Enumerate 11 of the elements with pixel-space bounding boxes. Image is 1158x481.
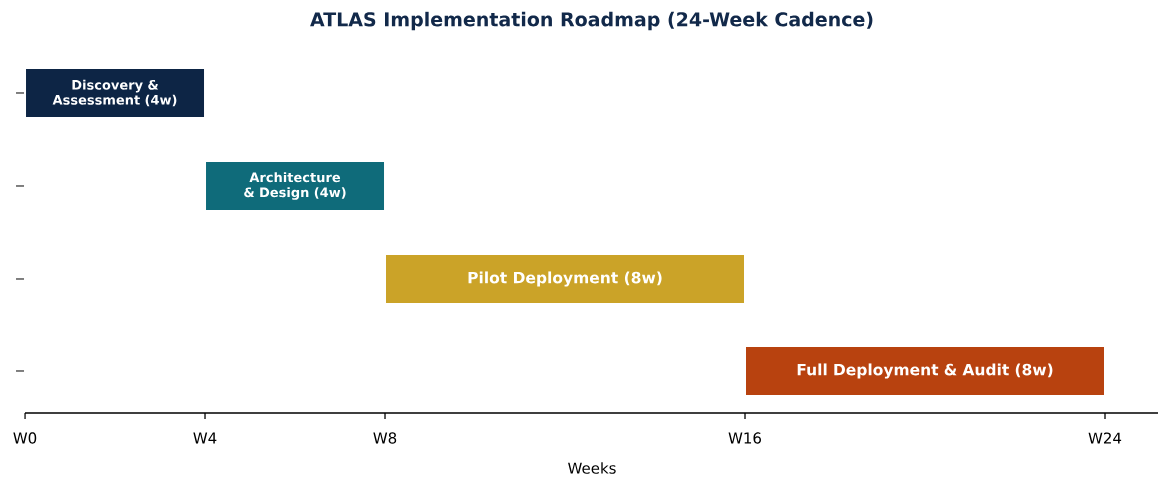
task-bar: Architecture & Design (4w): [206, 162, 384, 210]
tick-label: W0: [13, 432, 37, 444]
task-bar: Discovery & Assessment (4w): [26, 69, 204, 117]
tick-label: W4: [193, 432, 217, 444]
chart-title: ATLAS Implementation Roadmap (24-Week Cadence): [310, 11, 873, 31]
tick-label: W24: [1088, 432, 1122, 444]
task-bar: Full Deployment & Audit (8w): [746, 347, 1104, 395]
task-bar: Pilot Deployment (8w): [386, 255, 744, 303]
tick-label: W16: [728, 432, 761, 444]
tick-label: W8: [373, 432, 397, 444]
axis-title: Weeks: [568, 462, 616, 474]
